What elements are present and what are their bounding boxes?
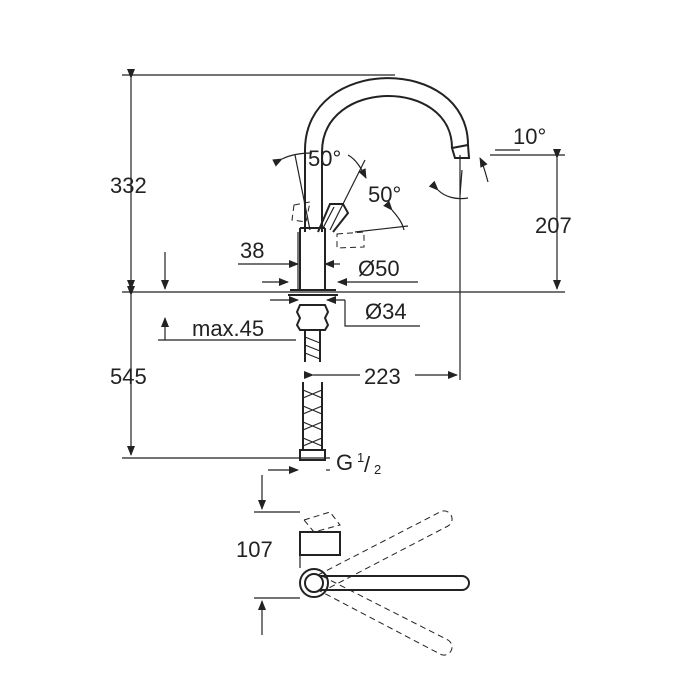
dim-max-thickness: max.45 — [192, 316, 264, 341]
dim-angle-lever-b: 50° — [368, 182, 401, 207]
dim-thread-num: 1 — [357, 450, 364, 465]
dimension-lines — [122, 69, 565, 474]
dim-thread-slash: / — [364, 452, 371, 477]
dim-lever-width: 38 — [240, 238, 264, 263]
dim-angle-lever-a: 50° — [308, 146, 341, 171]
dim-height-bottom: 545 — [110, 364, 147, 389]
dim-plan-depth: 107 — [236, 537, 273, 562]
dim-angle-spout: 10° — [513, 124, 546, 149]
dim-spout-height: 207 — [535, 213, 572, 238]
faucet-elevation — [288, 77, 471, 461]
dim-reach: 223 — [364, 364, 401, 389]
dim-thread-den: 2 — [374, 462, 381, 477]
dim-thread-g: G — [336, 450, 353, 475]
dim-base-diameter: Ø50 — [358, 256, 400, 281]
faucet-plan-view — [254, 475, 470, 656]
dim-hole-diameter: Ø34 — [365, 299, 407, 324]
dim-height-top: 332 — [110, 173, 147, 198]
